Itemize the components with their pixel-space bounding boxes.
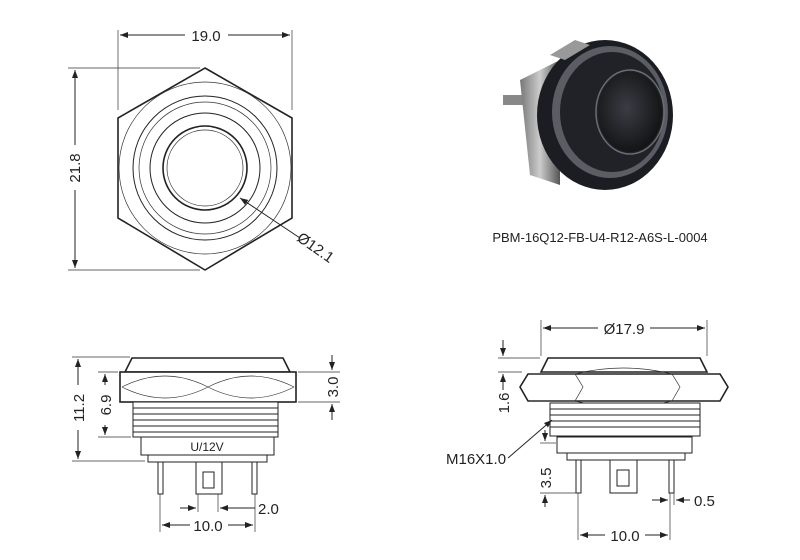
product-photo <box>503 40 673 190</box>
pin-offset-label: 2.0 <box>258 501 279 518</box>
thread-label: M16X1.0 <box>446 451 506 468</box>
part-number: PBM-16Q12-FB-U4-R12-A6S-L-0004 <box>492 230 707 245</box>
pin-length-label: 3.5 <box>538 468 555 489</box>
top-diameter-label: Ø12.1 <box>294 229 337 266</box>
pin-spacing-label-left: 10.0 <box>193 518 222 535</box>
pin-width-label: 0.5 <box>694 493 715 510</box>
side-view-left: U/12V 11.2 6.9 3.0 2.0 10.0 <box>71 355 342 535</box>
cap-diameter-label: Ø17.9 <box>604 321 645 338</box>
overall-height-label: 11.2 <box>71 394 88 422</box>
side-view-right: Ø17.9 1.6 M16X1.0 3.5 0.5 10.0 <box>446 320 729 545</box>
cap-height-label: 1.6 <box>496 393 513 414</box>
voltage-label: U/12V <box>190 440 223 454</box>
top-width-label: 19.0 <box>191 28 220 45</box>
thread-height-label: 6.9 <box>98 395 115 416</box>
pin-spacing-label-right: 10.0 <box>610 528 639 545</box>
top-height-label: 21.8 <box>67 153 84 182</box>
top-view: 19.0 21.8 Ø12.1 <box>67 28 337 271</box>
nut-height-label: 3.0 <box>325 377 342 398</box>
